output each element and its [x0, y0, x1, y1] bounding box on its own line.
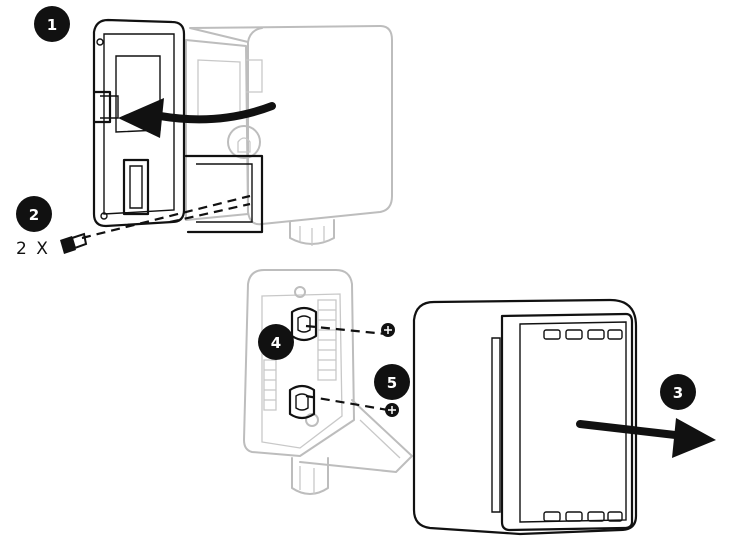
- step-badge-3: 3: [660, 374, 696, 410]
- svg-text:5: 5: [387, 374, 397, 392]
- mounting-base: [243, 269, 413, 495]
- step-2-quantity: 2 X: [16, 239, 50, 259]
- svg-text:1: 1: [47, 16, 57, 34]
- step-badge-5: 5: [374, 364, 410, 400]
- screw-icon: [385, 403, 399, 417]
- screw-icon: [60, 232, 88, 254]
- top-enclosure: [60, 18, 393, 254]
- step-badge-2: 2: [16, 196, 52, 232]
- screw-icon: [381, 323, 395, 337]
- svg-text:2: 2: [29, 206, 39, 224]
- curved-arrow-icon: [118, 98, 276, 138]
- housing-cover: [412, 298, 716, 536]
- svg-text:4: 4: [271, 334, 281, 352]
- svg-text:3: 3: [673, 384, 683, 402]
- straight-arrow-icon: [576, 418, 716, 458]
- step-badge-4: 4: [258, 324, 294, 360]
- step-badge-1: 1: [34, 6, 70, 42]
